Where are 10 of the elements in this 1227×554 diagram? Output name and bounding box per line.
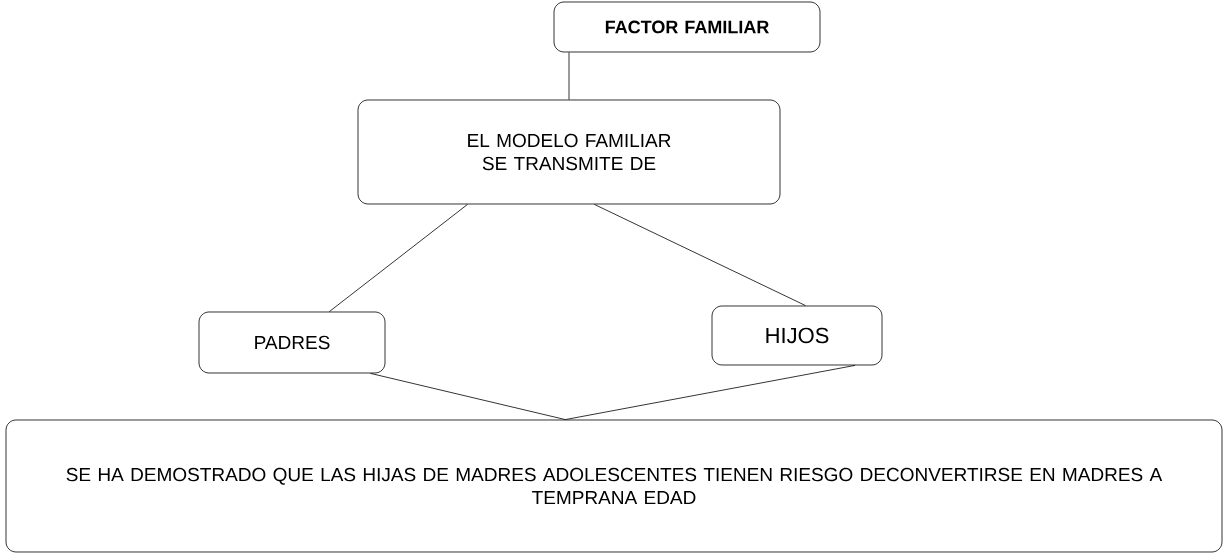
connector-line [568,52,570,100]
connector-line [328,204,468,312]
text-box: EL MODELO FAMILIAR SE TRANSMITE DE [357,99,781,205]
text-box: SE HA DEMOSTRADO QUE LAS HIJAS DE MADRES ADOLESCENTES TIENEN RIESGO DECONVERTIRSE EN MADRES A TEMPRANA EDAD [5,419,1223,553]
connector-line [370,373,566,420]
connector-line [564,365,856,420]
text-box: FACTOR FAMILIAR [553,1,821,53]
text-box: PADRES [198,311,386,374]
connector-line [593,204,806,306]
text-box: HIJOS [711,305,883,366]
